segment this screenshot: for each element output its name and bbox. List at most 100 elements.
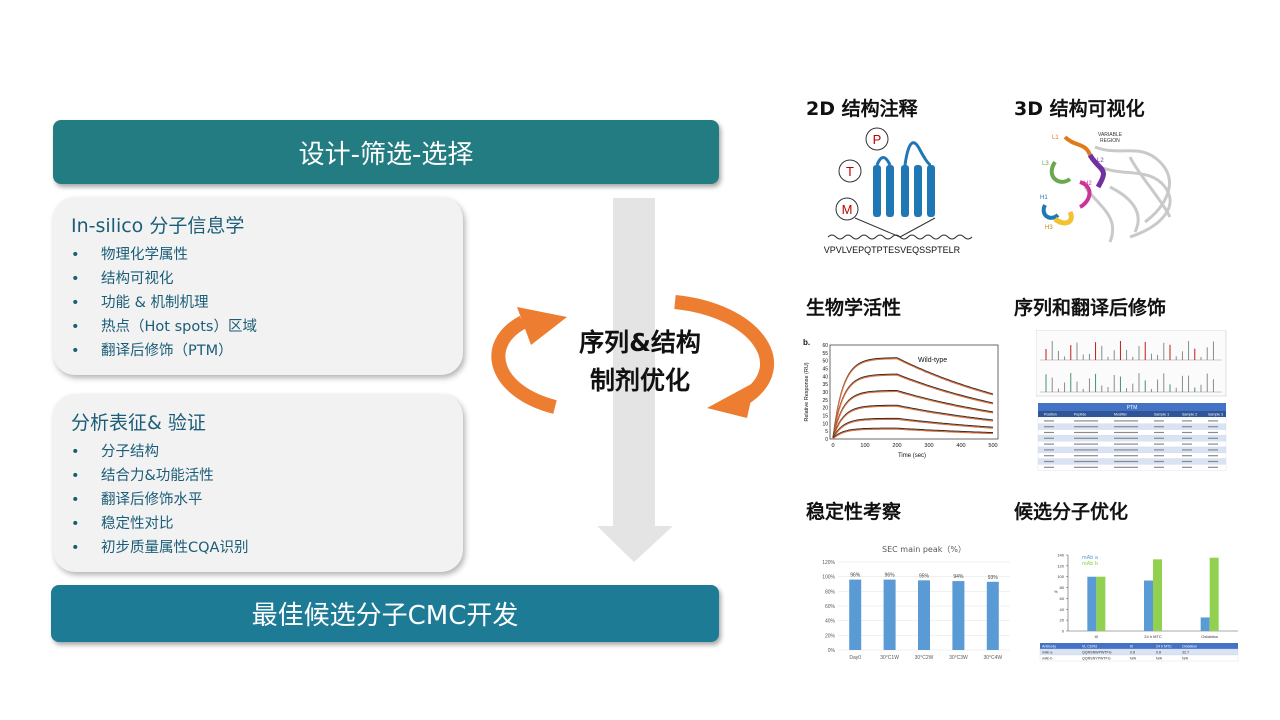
binding-curve [832,404,994,439]
sec-bar [918,580,930,650]
svg-text:H2: H2 [1084,181,1092,187]
list-item: •分子结构 [71,444,159,460]
sec-bar [849,579,862,650]
cand-category-label: t0 [1095,634,1099,639]
svg-text:REGION: REGION [1100,138,1120,144]
cand-category-label: Oxidation [1201,634,1218,639]
title-3d-visualization: 3D 结构可视化 [1014,98,1145,120]
cand-ytick: 0 [1062,629,1065,634]
cand-table-header: VL CDR3 [1082,644,1097,648]
sec-ytick: 60% [825,604,836,610]
sec-category-label: 30°C2W [915,655,934,661]
cand-table-header: 24 h MTC [1156,644,1172,648]
cand-table-cell: 32.7 [1182,650,1189,654]
svg-text:b.: b. [803,338,810,347]
list-item: •物理化学属性 [71,247,188,263]
list-item: •热点（Hot spots）区域 [71,319,257,335]
sec-ytick: 120% [822,560,835,566]
cycle-arrows-icon [491,295,774,418]
cand-table-header: t0 [1130,644,1133,648]
ptm-table-header: Modifier [1114,413,1128,417]
svg-text:Wild-type: Wild-type [918,357,947,364]
cand-legend-item: mAb b [1082,561,1098,567]
binding-ytick: 15 [822,414,828,420]
cand-table-row [1039,648,1239,656]
cycle-line-1: 序列&结构 [579,328,701,357]
insilico-list: •物理化学属性 •结构可视化 •功能 & 机制机理 •热点（Hot spots）… [71,243,257,363]
sec-category-label: 30°C3W [949,655,968,661]
sec-ytick: 100% [822,575,835,581]
cycle-line-2: 制剂优化 [589,366,690,395]
sec-main-peak-chart: SEC main peak（%）0%20%40%60%80%100%120%96… [822,545,1010,661]
binding-xtick: 300 [924,443,933,449]
cand-bar [1209,557,1219,631]
svg-text:VARIABLE: VARIABLE [1098,132,1123,138]
binding-ytick: 20 [822,406,828,412]
binding-curve [832,373,994,439]
bottom-banner-title: 最佳候选分子CMC开发 [251,601,519,631]
cand-table-header: Antibody [1042,644,1056,648]
binding-ytick: 55 [822,351,828,357]
binding-xtick: 100 [860,443,869,449]
cand-table-cell: QQRSNYPWTFG [1082,656,1111,660]
sec-ytick: 80% [825,589,836,595]
sec-bar [952,581,965,650]
sec-data-label: 96% [885,573,896,579]
cand-table-row [1039,654,1239,662]
cand-table-cell: N/A [1182,656,1189,660]
cand-legend-item: mAb a [1082,555,1099,561]
binding-ytick: 10 [822,421,828,427]
ptm-table-header: Sample 1 [1154,413,1169,417]
svg-text:PTM: PTM [1127,405,1138,411]
sec-data-label: 96% [850,573,861,579]
sec-data-label: 95% [919,573,930,579]
binding-curve [832,405,994,440]
ptm-table-header: Sample 2 [1182,413,1197,417]
title-bio-activity: 生物学活性 [806,297,902,319]
title-candidate: 候选分子优化 [1014,501,1129,523]
cand-table-header: Oxidation [1182,644,1197,648]
binding-xtick: 0 [831,443,834,449]
binding-ytick: 40 [822,374,828,380]
binding-ytick: 60 [822,343,828,349]
top-banner: 设计-筛选-选择 [53,120,719,184]
list-item: •翻译后修饰水平 [71,492,203,508]
analysis-title: 分析表征& 验证 [71,412,206,434]
top-banner-title: 设计-筛选-选择 [298,139,474,170]
cand-ytick: 80 [1060,585,1065,590]
cand-table-cell: N/A [1156,656,1163,660]
annotation-2d-figure: P T M VPVLVEPQTPTESVEQSSPTELR [824,127,973,255]
svg-text:L2: L2 [1097,158,1104,164]
cand-ylabel: % [1054,589,1058,594]
svg-text:Relative Response (RU): Relative Response (RU) [804,362,810,421]
ptm-table-header: Position [1044,413,1057,417]
circle-label-p: P [873,132,882,147]
svg-text:H1: H1 [1040,195,1048,201]
svg-text:L1: L1 [1052,135,1059,141]
insilico-card: In-silico 分子信息学 •物理化学属性 •结构可视化 •功能 & 机制机… [53,197,463,375]
analysis-card: 分析表征& 验证 •分子结构 •结合力&功能活性 •翻译后修饰水平 •稳定性对比… [53,394,463,572]
binding-ytick: 45 [822,367,828,373]
cand-ytick: 100 [1057,574,1064,579]
binding-ytick: 25 [822,398,828,404]
binding-curve [832,428,994,440]
sec-ytick: 20% [825,633,836,639]
circle-label-t: T [846,164,854,179]
binding-xtick: 500 [988,443,997,449]
sequence-text: VPVLVEPQTPTESVEQSSPTELR [824,245,961,255]
cand-bar [1200,617,1210,631]
binding-ytick: 5 [825,429,828,435]
cand-ytick: 140 [1057,553,1064,558]
insilico-title: In-silico 分子信息学 [71,215,245,237]
sec-data-label: 93% [988,575,999,581]
cand-ytick: 60 [1060,596,1065,601]
title-ptm: 序列和翻译后修饰 [1014,297,1167,319]
bottom-banner: 最佳候选分子CMC开发 [51,585,719,642]
binding-curve [832,427,994,439]
sec-data-label: 94% [953,574,964,580]
cand-bar [1087,576,1097,631]
list-item: •翻译后修饰（PTM） [71,343,233,359]
binding-curve [832,390,994,440]
